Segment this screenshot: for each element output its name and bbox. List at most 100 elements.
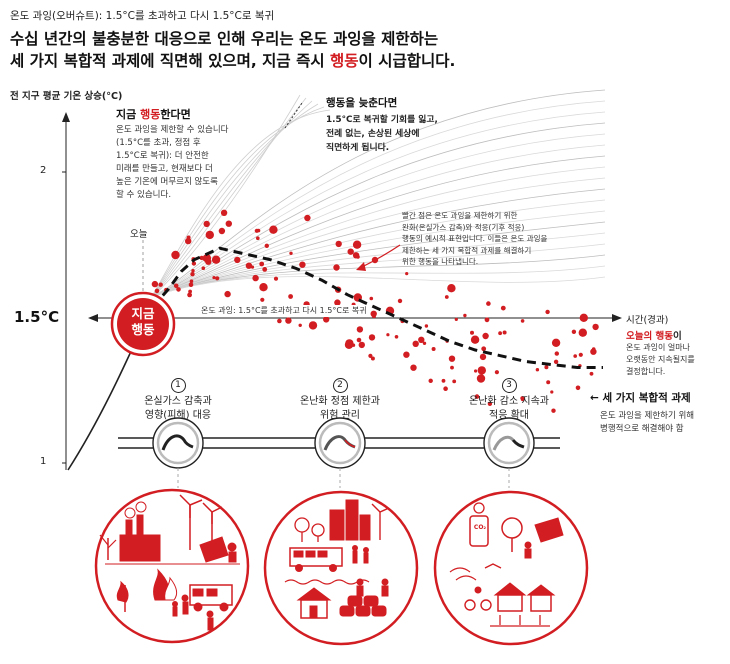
action-dot	[334, 299, 341, 306]
challenge-1-line-2: 영향(피해) 대응	[144, 410, 212, 421]
action-dot	[405, 272, 409, 276]
action-dot	[370, 356, 375, 361]
action-dot	[592, 323, 599, 331]
action-dot	[386, 333, 390, 337]
action-dot	[188, 289, 193, 294]
action-dot	[418, 336, 425, 343]
act-now-title: 지금 행동한다면	[116, 106, 276, 122]
action-dot	[356, 337, 362, 343]
action-dot	[262, 267, 268, 272]
scenario-line	[142, 210, 606, 301]
action-dot	[474, 369, 478, 373]
action-dot	[553, 359, 559, 364]
challenge-2: 2 온난화 정점 제한과 위험 관리	[280, 372, 400, 423]
action-dot	[535, 368, 540, 372]
action-dot	[347, 248, 354, 255]
y-axis-arrow	[62, 112, 70, 122]
action-dot	[410, 364, 417, 371]
reference-line-label: 온도 과잉: 1.5°C를 초과하고 다시 1.5°C로 복귀	[199, 305, 369, 317]
action-dot	[481, 346, 487, 352]
scenario-line	[142, 89, 606, 301]
action-dot	[186, 235, 191, 240]
challenge-3-line-1: 온난화 감소 지속과	[469, 396, 549, 407]
action-dot	[484, 317, 490, 323]
today-action-annotation: 오늘의 행동이 온도 과잉이 얼마나 오랫동안 지속될지를 결정합니다.	[626, 328, 726, 378]
action-dot	[252, 275, 258, 280]
action-dot	[154, 288, 160, 294]
action-dot	[234, 256, 241, 264]
act-now-body: 온도 과잉을 제한할 수 있습니다 (1.5°C를 초과, 정점 후 1.5°C…	[116, 124, 276, 202]
action-dot	[212, 276, 216, 280]
action-dot	[344, 340, 354, 349]
action-dot	[191, 261, 197, 266]
action-dot	[298, 323, 302, 327]
challenge-1: 1 온실가스 감축과 영향(피해) 대응	[118, 372, 238, 423]
today-action-body: 온도 과잉이 얼마나 오랫동안 지속될지를 결정합니다.	[626, 342, 726, 378]
three-challenges-desc: 온도 과잉을 제한하기 위해 병행적으로 해결해야 함	[600, 410, 725, 436]
today-action-title: 오늘의 행동이	[626, 328, 726, 342]
x-axis-title: 시간(경과)	[626, 315, 669, 326]
action-dot	[500, 305, 506, 311]
action-dot	[356, 326, 364, 333]
act-now-body-line: 1.5°C로 복귀): 더 안전한	[116, 151, 209, 161]
act-now-title-post: 한다면	[160, 108, 191, 121]
action-dot	[277, 318, 282, 324]
three-challenges-desc-line-2: 병행적으로 해결해야 함	[600, 424, 684, 434]
scenario-line	[142, 144, 606, 301]
scenario-line	[149, 97, 307, 301]
action-dot	[185, 237, 192, 245]
action-dot	[187, 292, 193, 298]
action-dot	[304, 214, 311, 222]
ref-line-left-arrow	[88, 314, 98, 322]
overshoot-pathway	[141, 246, 603, 369]
action-dot	[260, 297, 265, 302]
illustration-2	[263, 490, 419, 646]
action-dot	[250, 265, 255, 269]
action-dot	[264, 243, 269, 248]
action-dot	[551, 338, 561, 347]
dots-pointer-head	[356, 262, 366, 271]
challenge-icon-2	[314, 417, 366, 469]
action-dot	[397, 298, 403, 304]
action-dot	[428, 378, 433, 383]
delay-annotation: 행동을 늦춘다면 1.5°C로 복귀할 기회를 잃고, 전례 없는, 손상된 세…	[326, 95, 516, 155]
reference-1-5: 1.5°C	[14, 308, 60, 326]
dots-body-line: 제한하는 세 가지 복합적 과제를 해결하기	[402, 245, 532, 255]
action-dot	[448, 355, 456, 362]
action-dot	[545, 309, 550, 315]
challenge-3: 3 온난화 감소 지속과 적응 확대	[449, 372, 569, 423]
dots-annotation: 빨간 점은 온도 과잉을 제한하기 위한 완화(온실가스 감축)와 적응(기후 …	[402, 210, 612, 268]
action-dot	[474, 394, 480, 399]
act-now-circle-line-1: 지금	[131, 306, 155, 321]
action-dot	[494, 370, 499, 375]
dots-body-line: 행동의 예시적 표현입니다. 이들은 온도 과잉을	[402, 234, 548, 243]
act-now-body-line: (1.5°C를 초과, 정점 후	[116, 138, 201, 148]
act-now-annotation: 지금 행동한다면 온도 과잉을 제한할 수 있습니다 (1.5°C를 초과, 정…	[116, 106, 276, 202]
today-action-title-post: 이	[673, 331, 682, 342]
y-axis-title: 전 지구 평균 기온 상승(°C)	[10, 91, 123, 102]
action-dot	[199, 255, 204, 261]
action-dot	[443, 386, 448, 392]
action-dot	[371, 311, 377, 316]
challenge-icon-3	[483, 417, 535, 469]
action-dot	[482, 332, 489, 340]
action-dot	[211, 255, 221, 264]
action-dot	[520, 396, 525, 401]
act-now-circle-line-2: 행동	[131, 322, 155, 337]
action-dot	[550, 390, 554, 394]
action-dot	[463, 313, 467, 318]
scenario-line	[142, 155, 606, 301]
action-dot	[218, 227, 226, 235]
action-dot	[335, 240, 342, 248]
action-dot	[479, 353, 487, 361]
action-dot	[190, 272, 195, 277]
challenge-2-line-2: 위험 관리	[320, 410, 360, 421]
action-dot	[579, 313, 588, 322]
action-dot	[220, 209, 228, 216]
action-dot	[205, 230, 214, 240]
challenge-1-number: 1	[170, 378, 186, 393]
today-action-body-line: 오랫동안 지속될지를	[626, 355, 695, 364]
action-dot	[498, 331, 502, 336]
action-dot	[191, 269, 195, 273]
action-dot	[431, 347, 436, 351]
